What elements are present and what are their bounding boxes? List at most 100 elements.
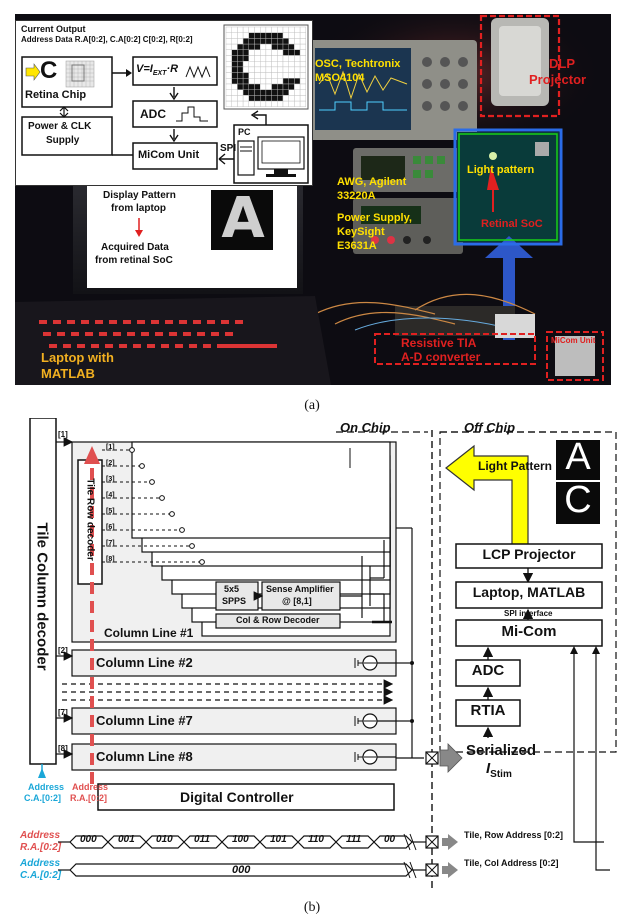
c-grid-cell: [242, 26, 250, 33]
c-grid-cell: [282, 89, 289, 96]
c-grid-cell: [259, 43, 267, 51]
c-grid-cell: [242, 72, 250, 79]
c-grid-cell: [254, 95, 261, 102]
c-grid-cell: [277, 49, 284, 56]
row-index-label: [4]: [106, 492, 115, 499]
c-grid-cell: [225, 78, 232, 85]
c-grid-cell: [248, 89, 255, 96]
c-grid-cell: [271, 72, 278, 79]
c-grid-cell: [225, 66, 232, 73]
panel-b-diagram: [29, 418, 617, 888]
rtia-box: [455, 699, 521, 727]
tile-col-address-label: Tile, Col Address [0:2]: [464, 858, 559, 868]
formula-main: V=I: [136, 63, 153, 75]
caption-b: (b): [303, 900, 321, 915]
c-grid-cell: [259, 100, 267, 107]
c-grid-cell: [277, 43, 284, 51]
c-grid-cell: [259, 55, 267, 62]
laptop-display-2: from laptop: [111, 203, 166, 214]
inset-retina-chip: Retina Chip: [25, 89, 87, 101]
istim-label: IStim: [486, 760, 512, 780]
acquired-image: A: [211, 186, 273, 251]
laptop-matlab-box: [455, 581, 603, 609]
inset-pc: PC: [238, 127, 251, 137]
column-line-2-index: [2]: [58, 646, 68, 655]
tile-input-node: [159, 495, 165, 501]
c-grid-cell: [294, 32, 301, 39]
c-grid-cell: [288, 43, 295, 51]
formula-sub: EXT: [152, 70, 167, 78]
tile-input-node: [189, 543, 195, 549]
c-grid-cell: [248, 83, 255, 90]
laptop-label-1: Laptop with: [41, 350, 114, 365]
formula-tail: ·R: [166, 63, 179, 75]
c-grid-cell: [271, 95, 278, 102]
address-ca-2: C.A.[0:2]: [24, 793, 62, 803]
c-grid-cell: [277, 66, 284, 73]
c-grid-cell: [254, 72, 261, 79]
c-grid-cell: [259, 83, 267, 90]
column-line-2-label: Column Line #2: [96, 655, 193, 670]
tile-column-decoder-box: [29, 418, 57, 765]
c-grid-cell: [288, 49, 295, 56]
c-grid-cell: [248, 61, 255, 68]
c-grid-cell: [265, 83, 272, 90]
c-grid-cell: [299, 38, 307, 45]
panel-a-photo: Current Output Address Data R.A[0:2], C.…: [15, 14, 611, 385]
row-index-label: [5]: [106, 508, 115, 515]
c-grid-cell: [271, 38, 278, 45]
c-grid-cell: [271, 100, 278, 107]
laptop-acquired-2: from retinal SoC: [95, 255, 173, 266]
c-grid-cell: [231, 100, 238, 107]
serialized-label: Serialized: [466, 742, 537, 759]
ra-out-arrow-icon: [442, 834, 458, 850]
c-grid-cell: [299, 89, 307, 96]
c-grid-cell: [225, 43, 232, 51]
c-grid-cell: [265, 89, 272, 96]
c-grid-cell: [231, 83, 238, 90]
c-grid-cell: [299, 61, 307, 68]
c-grid-cell: [299, 26, 307, 33]
retinal-soc-label: Retinal SoC: [481, 218, 543, 230]
c-grid-cell: [242, 66, 250, 73]
c-grid-cell: [265, 66, 272, 73]
c-grid-cell: [288, 72, 295, 79]
c-grid-cell: [248, 100, 255, 107]
psu-label-1: Power Supply,: [337, 212, 412, 224]
inset-chip-letter: C: [40, 57, 58, 84]
c-grid-cell: [299, 95, 307, 102]
laptop-matlab-label: Laptop, MATLAB: [472, 584, 586, 600]
caption-a: (a): [304, 398, 320, 413]
tia-label-1: Resistive TIA: [401, 336, 477, 350]
c-grid-cell: [299, 43, 307, 51]
c-grid-cell: [265, 95, 272, 102]
c-grid-cell: [248, 49, 255, 56]
c-grid-cell: [231, 43, 238, 51]
c-grid-cell: [299, 32, 307, 39]
micom-box: [455, 619, 603, 647]
timing-ca-2: C.A.[0:2]: [20, 870, 62, 881]
c-grid-cell: [231, 72, 238, 79]
row-index-label: [2]: [106, 460, 115, 467]
c-grid-cell: [271, 89, 278, 96]
c-grid-cell: [271, 55, 278, 62]
c-grid-cell: [265, 49, 272, 56]
c-grid-cell: [271, 43, 278, 51]
c-grid-cell: [242, 32, 250, 39]
tile-row-address-label: Tile, Row Address [0:2]: [464, 830, 564, 840]
c-grid-cell: [237, 49, 244, 56]
c-grid-cell: [282, 55, 289, 62]
timing-ca-1: Address: [20, 858, 61, 869]
inset-power-clk-1: Power & CLK: [28, 121, 92, 132]
bus-break-mark: [403, 833, 417, 851]
c-grid-cell: [242, 55, 250, 62]
inset-svg: [21, 24, 309, 184]
c-grid-cell: [265, 78, 272, 85]
tile-input-node: [169, 511, 175, 517]
c-grid-cell: [288, 61, 295, 68]
c-grid-cell: [299, 100, 307, 107]
light-pattern-label: Light pattern: [467, 164, 535, 176]
dlp-label-2: Projector: [529, 72, 587, 87]
c-grid-cell: [294, 55, 301, 62]
tile-input-node: [129, 447, 135, 453]
